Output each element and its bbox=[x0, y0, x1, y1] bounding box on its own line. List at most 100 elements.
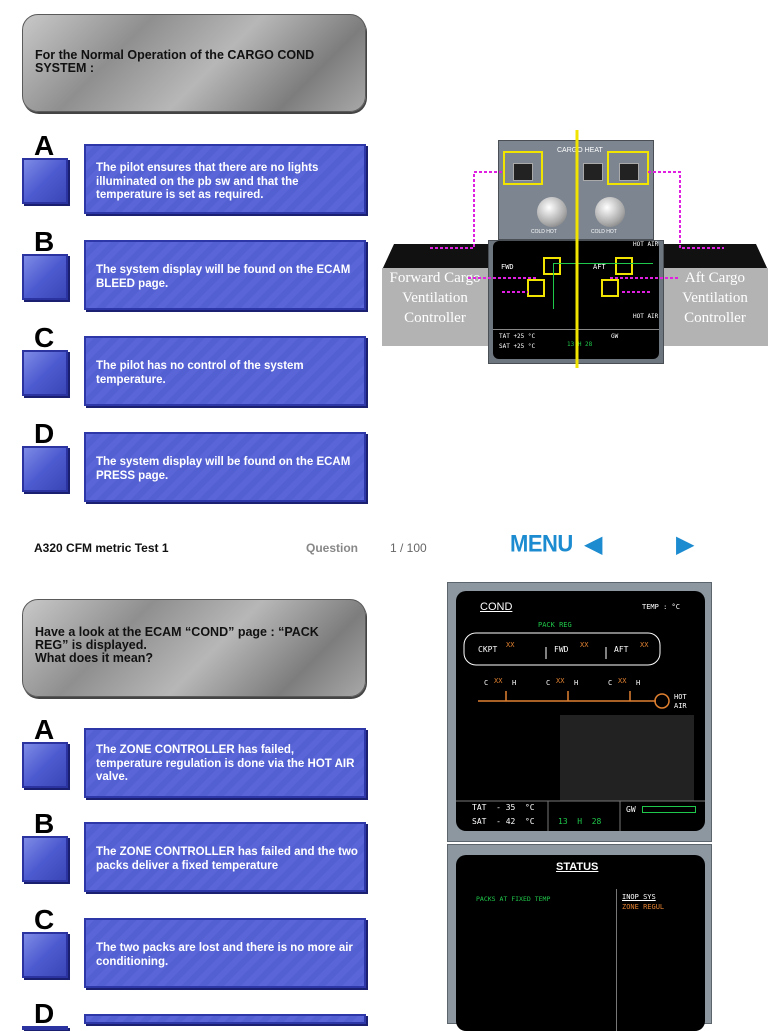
fwd-label-2: FWD bbox=[554, 645, 569, 654]
diagram-connectors bbox=[428, 130, 724, 368]
ckpt-valve-xx: XX bbox=[494, 677, 503, 685]
option-b-answer[interactable]: The system display will be found on the … bbox=[84, 240, 366, 310]
gw-readout: GW bbox=[611, 333, 619, 340]
box-tops-shape bbox=[382, 244, 768, 270]
option-a-answer-2[interactable]: The ZONE CONTROLLER has failed, temperat… bbox=[84, 728, 366, 798]
question-text: For the Normal Operation of the CARGO CO… bbox=[35, 48, 315, 75]
aft-isol-highlight bbox=[607, 151, 649, 185]
option-c-answer[interactable]: The pilot has no control of the system t… bbox=[84, 336, 366, 406]
option-b-button-2[interactable] bbox=[22, 836, 68, 882]
hot-air-bottom: HOT AIR bbox=[633, 313, 659, 320]
fwd-label: FWD bbox=[501, 263, 514, 271]
zone-regul-label: ZONE REGUL bbox=[622, 903, 665, 911]
question-counter: 1 / 100 bbox=[390, 541, 427, 555]
fwd-fan-highlight bbox=[527, 279, 545, 297]
option-c-button[interactable] bbox=[22, 350, 68, 396]
option-letter-c: C bbox=[34, 322, 55, 353]
tat-readout-2: TAT - 35 °C bbox=[472, 803, 535, 812]
sat-readout: SAT +25 °C bbox=[499, 343, 536, 350]
aft-h: H bbox=[636, 679, 641, 687]
option-letter-d-2: D bbox=[34, 998, 55, 1029]
option-letter-d: D bbox=[34, 418, 55, 449]
aft-isol-pb[interactable] bbox=[619, 163, 639, 181]
ecam-status-frame: STATUS PACKS AT FIXED TEMP INOP SYS ZONE… bbox=[447, 844, 712, 1031]
aft-controller-label: Aft Cargo Ventilation Controller bbox=[682, 270, 748, 326]
tat-readout: TAT +25 °C bbox=[499, 333, 536, 340]
aft-fan-highlight bbox=[601, 279, 619, 297]
option-d-button[interactable] bbox=[22, 446, 68, 492]
option-a-text-2: The ZONE CONTROLLER has failed, temperat… bbox=[96, 744, 355, 783]
fwd-h: H bbox=[574, 679, 579, 687]
aft-label-2: AFT bbox=[614, 645, 629, 654]
option-b-button[interactable] bbox=[22, 254, 68, 300]
next-arrow-icon[interactable]: ▶ bbox=[676, 531, 695, 558]
aft-temp-knob[interactable] bbox=[595, 197, 625, 227]
option-a-button[interactable] bbox=[22, 158, 68, 204]
menu-button[interactable]: MENU bbox=[510, 529, 573, 558]
aft-xx: XX bbox=[640, 641, 649, 649]
option-c-answer-2[interactable]: The two packs are lost and there is no m… bbox=[84, 918, 366, 988]
fwd-isol-pb[interactable] bbox=[513, 163, 533, 181]
option-letter-b: B bbox=[34, 226, 55, 257]
fwd-temp-knob[interactable] bbox=[537, 197, 567, 227]
pack-reg-label: PACK REG bbox=[538, 621, 572, 629]
time-readout: 13 H 28 bbox=[567, 341, 593, 348]
hot-air-label: HOT AIR bbox=[674, 693, 687, 710]
ckpt-label: CKPT bbox=[478, 645, 498, 654]
status-title: STATUS bbox=[556, 861, 599, 873]
temp-unit: TEMP : °C bbox=[642, 603, 680, 611]
option-b-text-2: The ZONE CONTROLLER has failed and the t… bbox=[96, 846, 358, 872]
aft-valve-xx: XX bbox=[618, 677, 627, 685]
flow-line-left bbox=[553, 263, 554, 309]
question-box: For the Normal Operation of the CARGO CO… bbox=[22, 14, 366, 112]
option-d-answer[interactable]: The system display will be found on the … bbox=[84, 432, 366, 502]
test-name: A320 CFM metric Test 1 bbox=[34, 541, 169, 555]
option-c-text-2: The two packs are lost and there is no m… bbox=[96, 942, 353, 968]
ckpt-xx: XX bbox=[506, 641, 515, 649]
fwd-xx: XX bbox=[580, 641, 589, 649]
aft-c: C bbox=[608, 679, 613, 687]
option-b-answer-2[interactable]: The ZONE CONTROLLER has failed and the t… bbox=[84, 822, 366, 892]
option-letter-a-2: A bbox=[34, 714, 55, 745]
forward-controller-box: Forward Cargo Ventilation Controller bbox=[382, 268, 488, 346]
option-a-answer[interactable]: The pilot ensures that there are no ligh… bbox=[84, 144, 366, 214]
hot-air-top: HOT AIR bbox=[633, 241, 659, 248]
hot-air-pb[interactable] bbox=[583, 163, 603, 181]
fwd-valve-highlight bbox=[543, 257, 561, 275]
status-divider bbox=[616, 889, 617, 1031]
option-d-answer-2[interactable] bbox=[84, 1014, 366, 1024]
question-label: Question bbox=[306, 541, 359, 555]
cond-schematic bbox=[456, 632, 705, 831]
cargo-heat-title: CARGO HEAT bbox=[557, 147, 603, 154]
ecam-cond-screen: COND TEMP : °C PACK REG CKPT XX FWD XX A… bbox=[456, 591, 705, 831]
option-b-text: The system display will be found on the … bbox=[96, 264, 351, 290]
forward-controller-label: Forward Cargo Ventilation Controller bbox=[389, 270, 481, 326]
time-readout-2: 13 H 28 bbox=[558, 817, 602, 826]
gw-label-2: GW bbox=[626, 805, 636, 814]
gw-value-box bbox=[642, 806, 696, 813]
option-a-button-2[interactable] bbox=[22, 742, 68, 788]
option-letter-c-2: C bbox=[34, 904, 55, 935]
flow-line-top bbox=[553, 263, 653, 264]
ecam-cond-frame: COND TEMP : °C PACK REG CKPT XX FWD XX A… bbox=[447, 582, 712, 842]
aft-controller-box: Aft Cargo Ventilation Controller bbox=[662, 268, 768, 346]
prev-arrow-icon[interactable]: ◀ bbox=[584, 531, 603, 558]
aft-valve-highlight bbox=[615, 257, 633, 275]
fwd-isol-highlight bbox=[503, 151, 543, 185]
option-d-text: The system display will be found on the … bbox=[96, 456, 351, 482]
option-c-text: The pilot has no control of the system t… bbox=[96, 360, 304, 386]
option-letter-a: A bbox=[34, 130, 55, 161]
option-c-button-2[interactable] bbox=[22, 932, 68, 978]
option-d-button-2[interactable] bbox=[22, 1026, 68, 1030]
ecam-status-screen: STATUS PACKS AT FIXED TEMP INOP SYS ZONE… bbox=[456, 855, 705, 1031]
status-packs-fixed-temp: PACKS AT FIXED TEMP bbox=[476, 895, 551, 903]
question-box-2: Have a look at the ECAM “COND” page : “P… bbox=[22, 599, 366, 697]
option-letter-b-2: B bbox=[34, 808, 55, 839]
aft-label: AFT bbox=[593, 263, 606, 271]
fwd-valve-xx: XX bbox=[556, 677, 565, 685]
fwd-knob-label: COLD HOT bbox=[531, 229, 557, 235]
option-a-text: The pilot ensures that there are no ligh… bbox=[96, 162, 319, 201]
inop-sys-label: INOP SYS bbox=[622, 893, 656, 901]
aft-knob-label: COLD HOT bbox=[591, 229, 617, 235]
ckpt-c: C bbox=[484, 679, 489, 687]
